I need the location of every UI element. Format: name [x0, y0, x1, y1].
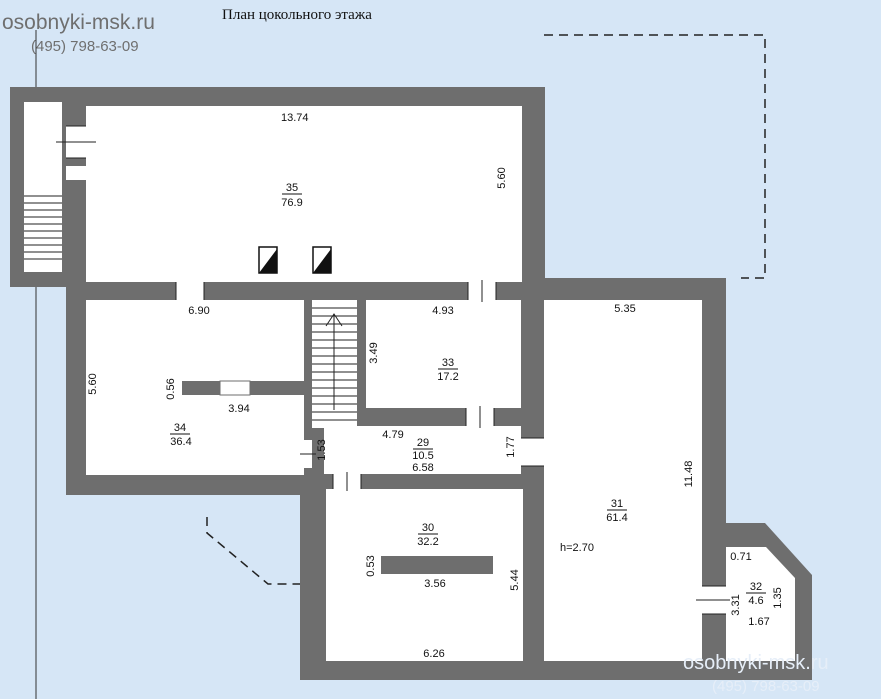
- room-30-number: 30: [422, 522, 434, 534]
- dim-r30-width: 6.26: [423, 648, 444, 660]
- room-35-number: 35: [286, 182, 298, 194]
- dim-r34-height: 5.60: [87, 373, 99, 394]
- room-34-number: 34: [174, 422, 186, 434]
- room-32-area: 4.6: [748, 595, 763, 607]
- watermark-phone-bottom: (495) 798-63-09: [712, 678, 820, 695]
- exterior-stair-area: [24, 102, 62, 272]
- room-34-area: 36.4: [170, 436, 191, 448]
- partition-room-30: [381, 556, 493, 574]
- porch-outline: [206, 517, 303, 585]
- dim-r35-width: 13.74: [281, 112, 309, 124]
- dim-r35-height: 5.60: [496, 167, 508, 188]
- dim-r32-bottom: 1.67: [748, 616, 769, 628]
- partition-opening-34: [219, 380, 251, 396]
- dim-r29-left: 1.53: [316, 439, 328, 460]
- vent-icon: [258, 246, 332, 274]
- exterior-stair-steps: [24, 195, 62, 260]
- dim-r30-height: 5.44: [509, 569, 521, 590]
- room-29: [324, 426, 521, 474]
- dim-r34-width: 6.90: [188, 305, 209, 317]
- watermark-site-top: osobnyki-msk.ru: [2, 11, 155, 34]
- watermark-phone-top: (495) 798-63-09: [31, 38, 139, 55]
- dim-r29-bottom: 6.58: [412, 462, 433, 474]
- dim-r29-top: 4.79: [382, 429, 403, 441]
- plan-title: План цокольного этажа: [222, 7, 372, 23]
- room-31-area: 61.4: [606, 512, 627, 524]
- dim-r29-right: 1.77: [505, 436, 517, 457]
- watermark-site-bottom: osobnyki-msk.ru: [683, 652, 829, 674]
- room-31: [544, 300, 702, 661]
- dim-r34-partition-len: 3.94: [228, 403, 249, 415]
- dim-r30-partition-thk: 0.53: [365, 555, 377, 576]
- room-33-area: 17.2: [437, 371, 458, 383]
- stair-direction-arrow: [325, 313, 343, 410]
- room-30-area: 32.2: [417, 536, 438, 548]
- door-openings: [56, 125, 730, 615]
- dim-r32-top: 0.71: [730, 551, 751, 563]
- room-33: [366, 300, 521, 408]
- dim-r32-left: 3.31: [730, 594, 742, 615]
- terrace-outline: [544, 34, 766, 279]
- room-31-number: 31: [611, 498, 623, 510]
- dim-r31-width: 5.35: [614, 303, 635, 315]
- dim-r31-height: 11.48: [683, 461, 695, 488]
- room-33-number: 33: [442, 357, 454, 369]
- room-29-area: 10.5: [412, 450, 433, 462]
- dim-r30-partition-len: 3.56: [424, 578, 445, 590]
- dim-r33-height: 3.49: [368, 342, 380, 363]
- room-29-number: 29: [417, 437, 429, 449]
- room-32: [726, 547, 795, 661]
- ceiling-height-label: h=2.70: [560, 542, 594, 554]
- dim-r33-width: 4.93: [432, 305, 453, 317]
- room-35: [86, 106, 522, 282]
- room-30: [326, 489, 523, 661]
- dim-r32-right: 1.35: [772, 587, 784, 608]
- room-32-number: 32: [750, 581, 762, 593]
- dim-r34-partition-thk: 0.56: [165, 378, 177, 399]
- room-35-area: 76.9: [281, 197, 302, 209]
